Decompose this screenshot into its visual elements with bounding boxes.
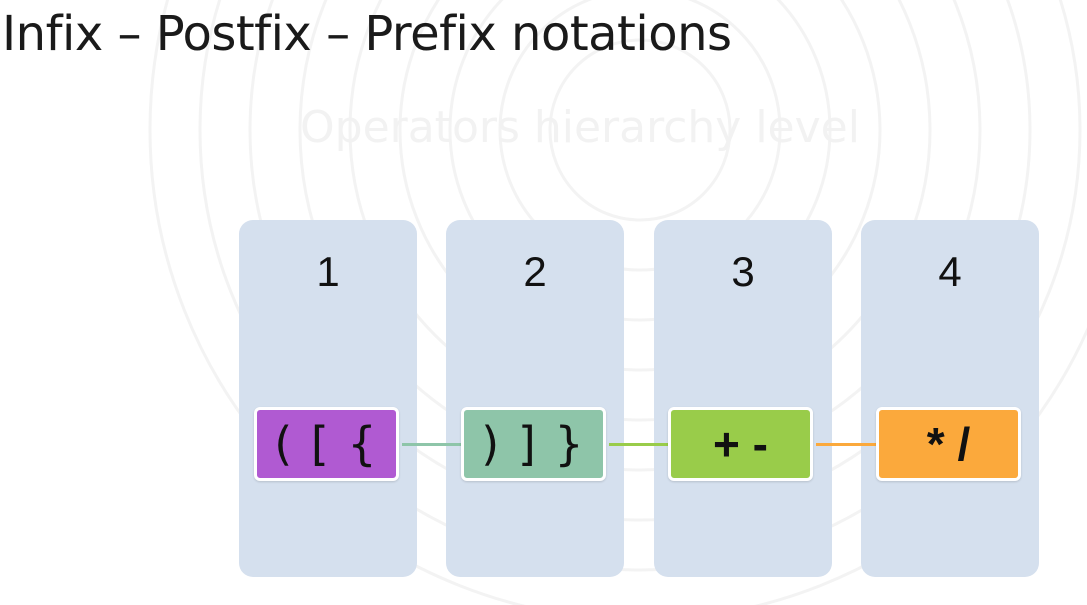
operator-box-level-3: + - xyxy=(668,407,813,481)
operator-label-level-1: ( [ { xyxy=(274,417,379,471)
connector-3-4 xyxy=(816,443,877,446)
level-column-2: 2 xyxy=(446,220,624,577)
operator-box-level-2: ) ] } xyxy=(461,407,606,481)
operator-box-level-4: * / xyxy=(876,407,1021,481)
level-number-3: 3 xyxy=(731,248,755,295)
operator-label-level-4: * / xyxy=(926,418,971,470)
level-number-2: 2 xyxy=(523,248,547,295)
level-number-1: 1 xyxy=(316,248,340,295)
level-column-1: 1 xyxy=(239,220,417,577)
level-column-4: 4 xyxy=(861,220,1039,577)
connector-1-2 xyxy=(402,443,462,446)
level-column-3: 3 xyxy=(654,220,832,577)
operator-box-level-1: ( [ { xyxy=(254,407,399,481)
level-number-4: 4 xyxy=(938,248,962,295)
connector-2-3 xyxy=(609,443,669,446)
slide-title: Infix – Postfix – Prefix notations xyxy=(2,6,732,62)
slide-subtitle: Operators hierarchy level xyxy=(300,102,860,153)
operator-label-level-2: ) ] } xyxy=(481,417,586,471)
operator-label-level-3: + - xyxy=(713,418,768,470)
